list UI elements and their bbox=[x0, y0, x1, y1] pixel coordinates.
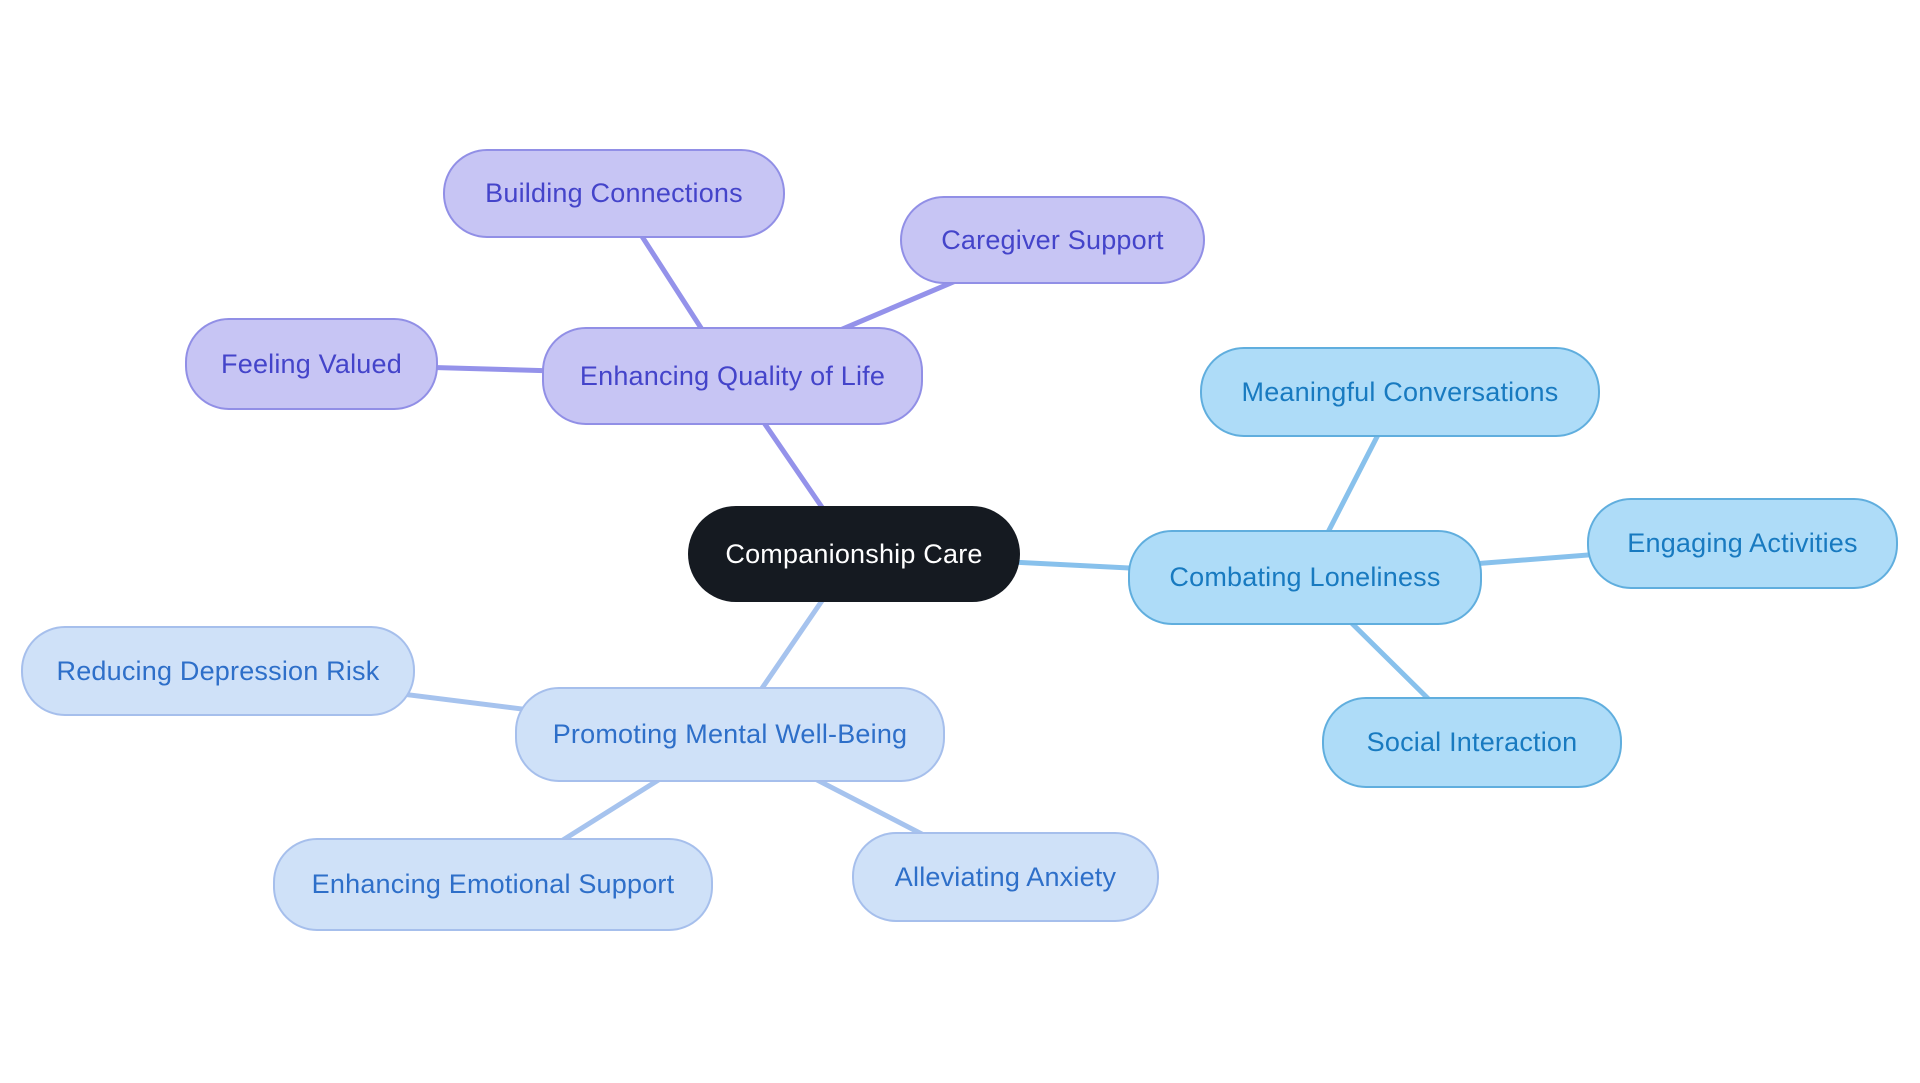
node-combating-loneliness[interactable]: Combating Loneliness bbox=[1128, 530, 1482, 625]
node-feeling-valued[interactable]: Feeling Valued bbox=[185, 318, 438, 410]
node-enhancing-emotional-support[interactable]: Enhancing Emotional Support bbox=[273, 838, 713, 931]
node-social-interaction[interactable]: Social Interaction bbox=[1322, 697, 1622, 788]
node-building-connections[interactable]: Building Connections bbox=[443, 149, 785, 238]
node-alleviating-anxiety[interactable]: Alleviating Anxiety bbox=[852, 832, 1159, 922]
node-caregiver-support[interactable]: Caregiver Support bbox=[900, 196, 1205, 284]
node-meaningful-conversations[interactable]: Meaningful Conversations bbox=[1200, 347, 1600, 437]
node-engaging-activities[interactable]: Engaging Activities bbox=[1587, 498, 1898, 589]
node-companionship-care[interactable]: Companionship Care bbox=[688, 506, 1020, 602]
node-enhancing-quality-of-life[interactable]: Enhancing Quality of Life bbox=[542, 327, 923, 425]
node-promoting-mental-well-being[interactable]: Promoting Mental Well-Being bbox=[515, 687, 945, 782]
node-reducing-depression-risk[interactable]: Reducing Depression Risk bbox=[21, 626, 415, 716]
